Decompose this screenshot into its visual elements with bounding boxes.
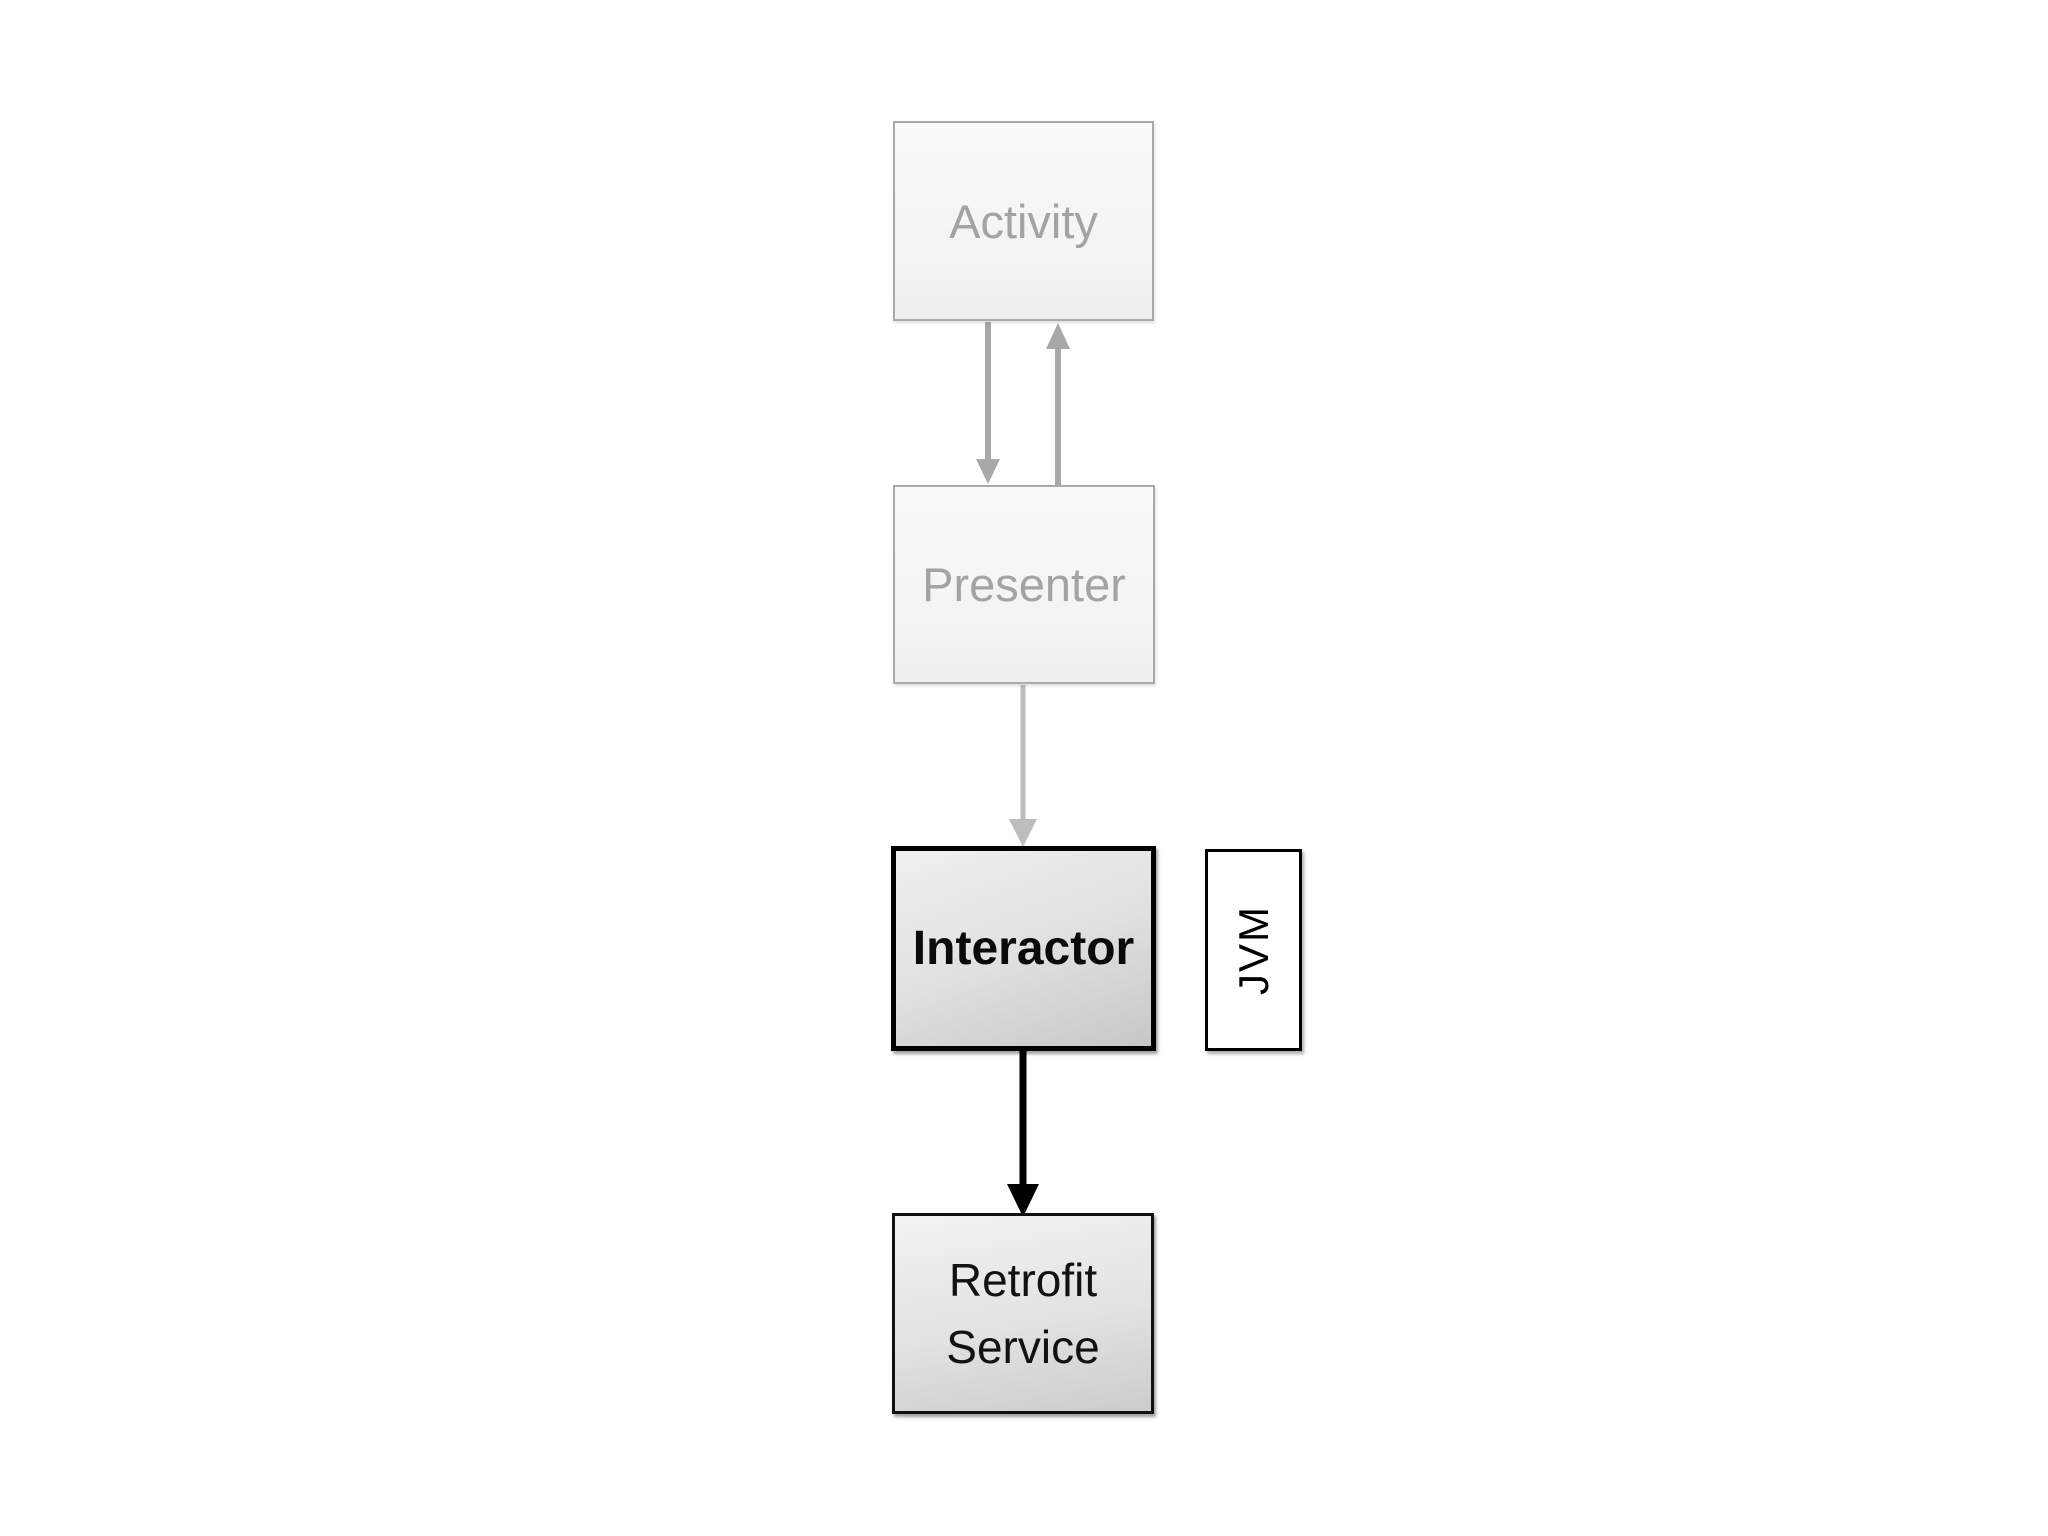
node-activity: Activity [893,121,1154,321]
arrowhead-down-icon [1009,819,1037,847]
arrowhead-down-icon [976,459,1000,484]
edge-activity-to-presenter [976,322,1000,484]
node-interactor: Interactor [891,846,1156,1051]
node-jvm: JVM [1205,849,1302,1051]
edge-presenter-to-interactor [1009,685,1037,847]
edge-presenter-to-activity [1046,323,1070,485]
node-retrofit-service-label: Retrofit Service [946,1253,1100,1373]
arrowhead-up-icon [1046,323,1070,349]
node-interactor-label: Interactor [912,922,1135,975]
edge-interactor-to-retrofit-service [1007,1051,1039,1217]
node-activity-label: Activity [949,194,1098,248]
node-presenter-label: Presenter [922,558,1126,611]
node-jvm-label: JVM [1229,905,1277,995]
node-presenter: Presenter [893,485,1155,684]
node-retrofit-service: Retrofit Service [892,1213,1154,1414]
